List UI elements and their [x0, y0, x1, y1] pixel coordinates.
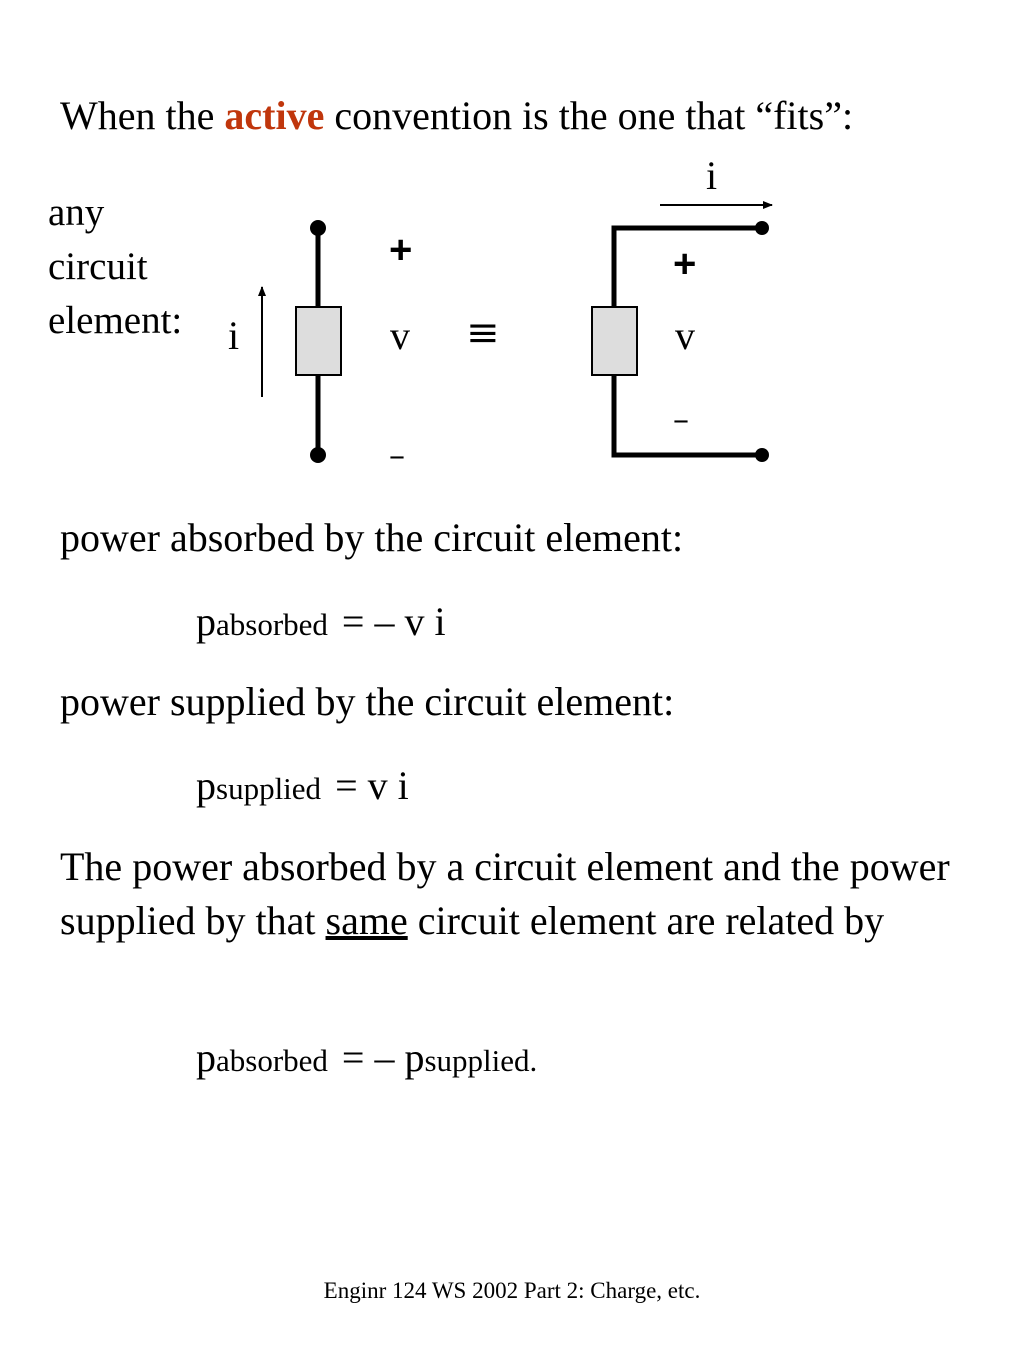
element-label-line-1: any	[48, 191, 105, 234]
supplied-p: p	[196, 763, 216, 808]
absorbed-subscript: absorbed	[216, 607, 328, 642]
left-minus-sign: –	[389, 436, 405, 474]
relation-subscript: absorbed	[216, 1043, 328, 1078]
relation-equals: =	[341, 1035, 365, 1080]
equivalence-symbol: ≡	[466, 310, 500, 356]
right-top-terminal	[755, 221, 769, 235]
supplied-equals: =	[335, 763, 358, 808]
supplied-heading: power supplied by the circuit element:	[60, 679, 675, 724]
slide-heading: When the active convention is the one th…	[60, 92, 853, 140]
left-top-terminal	[310, 220, 326, 236]
relation-p2: p	[404, 1035, 425, 1080]
right-current-label: i	[706, 153, 718, 198]
paragraph-after: circuit element are related by	[407, 898, 885, 943]
element-label: any circuit element:	[48, 186, 228, 348]
right-plus-sign: +	[673, 242, 697, 286]
supplied-rhs: v i	[367, 763, 409, 808]
absorbed-equation: pabsorbed =– v i	[196, 598, 446, 649]
relation-subscript-2: supplied.	[424, 1043, 538, 1078]
absorbed-heading: power absorbed by the circuit element:	[60, 515, 684, 560]
left-plus-sign: +	[389, 228, 413, 272]
paragraph-before: The power absorbed by a circuit element …	[60, 844, 950, 943]
relation-equation: pabsorbed=– psupplied.	[196, 1034, 537, 1085]
left-bottom-terminal	[310, 447, 326, 463]
supplied-equation: psupplied =v i	[196, 762, 409, 813]
relation-minus: –	[374, 1035, 405, 1080]
absorbed-p: p	[196, 599, 216, 644]
right-element-box	[591, 306, 638, 376]
heading-accent-word: active	[224, 93, 325, 138]
left-current-label: i	[228, 313, 240, 358]
relation-p: p	[196, 1035, 216, 1080]
element-label-line-2: circuit	[48, 245, 148, 288]
left-voltage-label: v	[390, 313, 410, 358]
absorbed-equals: =	[341, 599, 365, 644]
relation-paragraph: The power absorbed by a circuit element …	[60, 840, 980, 948]
right-bottom-terminal	[755, 448, 769, 462]
absorbed-rhs: – v i	[374, 599, 446, 644]
right-upper-wire	[611, 225, 762, 307]
left-element-box	[295, 306, 342, 376]
paragraph-underlined-word: same	[325, 898, 408, 943]
supplied-subscript: supplied	[216, 771, 322, 806]
right-lower-wire	[611, 375, 762, 458]
right-voltage-label: v	[675, 313, 695, 358]
element-label-line-3: element:	[48, 299, 183, 342]
right-minus-sign: –	[673, 400, 689, 438]
heading-after: convention is the one that “fits”:	[324, 93, 854, 138]
slide-footer: Enginr 124 WS 2002 Part 2: Charge, etc.	[323, 1278, 701, 1303]
heading-before: When the	[60, 93, 225, 138]
